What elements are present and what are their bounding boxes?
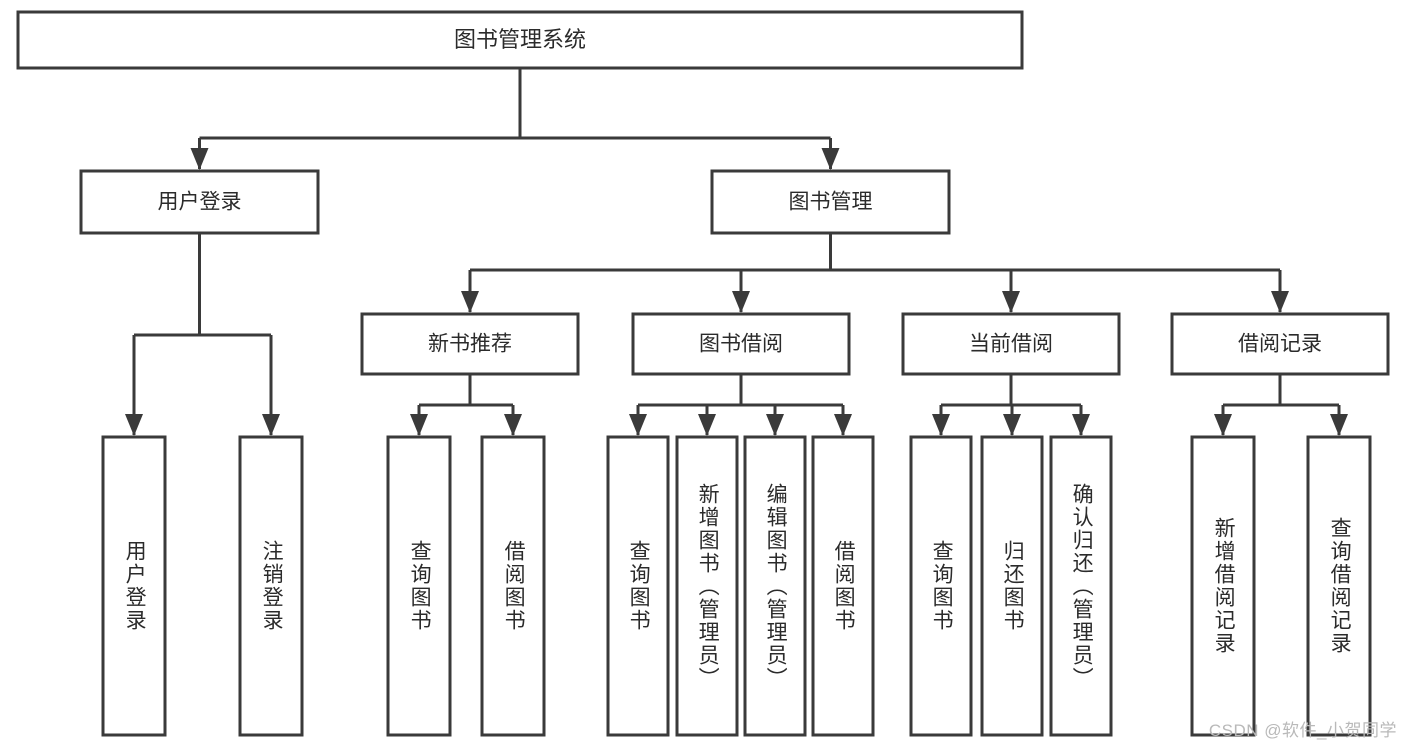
node-label-borrow-record: 借阅记录: [1238, 333, 1322, 356]
arrow-head-icon-edit-book-admin: [766, 414, 784, 436]
node-box-user-login-action[interactable]: [101, 435, 167, 737]
node-label-root: 图书管理系统: [454, 27, 586, 52]
node-box-borrow-record[interactable]: [1170, 312, 1390, 376]
arrow-head-icon-user-logout-action: [262, 414, 280, 436]
node-box-book-manage[interactable]: [710, 169, 951, 235]
node-box-return-book[interactable]: [980, 435, 1044, 737]
node-box-query-book-2[interactable]: [606, 435, 670, 737]
arrow-head-icon-borrow-record: [1271, 291, 1289, 313]
arrow-head-icon-return-book: [1003, 414, 1021, 436]
arrow-head-icon-add-borrow-record: [1214, 414, 1232, 436]
boxes-layer: [16, 10, 1390, 737]
arrow-head-icon-add-book-admin: [698, 414, 716, 436]
arrow-head-icon-new-book-recommend: [461, 291, 479, 313]
node-box-edit-book-admin[interactable]: [743, 435, 807, 737]
node-box-query-book-1[interactable]: [386, 435, 452, 737]
node-label-user-login: 用户登录: [158, 191, 242, 214]
watermark-text: CSDN @软件_小贺同学: [1208, 721, 1397, 740]
arrow-head-icon-book-borrow: [732, 291, 750, 313]
arrow-head-icon-current-borrow: [1002, 291, 1020, 313]
arrow-head-icon-query-book-3: [932, 414, 950, 436]
arrow-head-icon-user-login-action: [125, 414, 143, 436]
node-label-book-manage: 图书管理: [789, 191, 873, 214]
arrow-head-icon-query-book-2: [629, 414, 647, 436]
node-box-add-borrow-record[interactable]: [1190, 435, 1256, 737]
node-box-query-book-3[interactable]: [909, 435, 973, 737]
node-label-new-book-recommend: 新书推荐: [428, 333, 512, 356]
arrow-head-icon-book-manage: [821, 148, 840, 170]
node-label-current-borrow: 当前借阅: [969, 333, 1053, 356]
arrow-head-icon-confirm-return-admin: [1072, 414, 1090, 436]
node-box-query-borrow-record[interactable]: [1306, 435, 1372, 737]
node-label-book-borrow: 图书借阅: [699, 333, 783, 356]
node-box-root[interactable]: [16, 10, 1024, 70]
arrow-head-icon-query-book-1: [410, 414, 428, 436]
arrow-head-icon-query-borrow-record: [1330, 414, 1348, 436]
node-box-user-logout-action[interactable]: [238, 435, 304, 737]
node-box-user-login[interactable]: [79, 169, 320, 235]
arrow-head-icon-user-login: [190, 148, 209, 170]
node-box-book-borrow[interactable]: [631, 312, 851, 376]
node-box-add-book-admin[interactable]: [675, 435, 739, 737]
arrow-head-icon-borrow-book-1: [504, 414, 522, 436]
node-box-confirm-return-admin[interactable]: [1049, 435, 1113, 737]
node-box-new-book-recommend[interactable]: [360, 312, 580, 376]
connectors-layer: [125, 68, 1348, 436]
node-box-borrow-book-1[interactable]: [480, 435, 546, 737]
node-box-borrow-book-2[interactable]: [811, 435, 875, 737]
arrow-head-icon-borrow-book-2: [834, 414, 852, 436]
node-box-current-borrow[interactable]: [901, 312, 1121, 376]
